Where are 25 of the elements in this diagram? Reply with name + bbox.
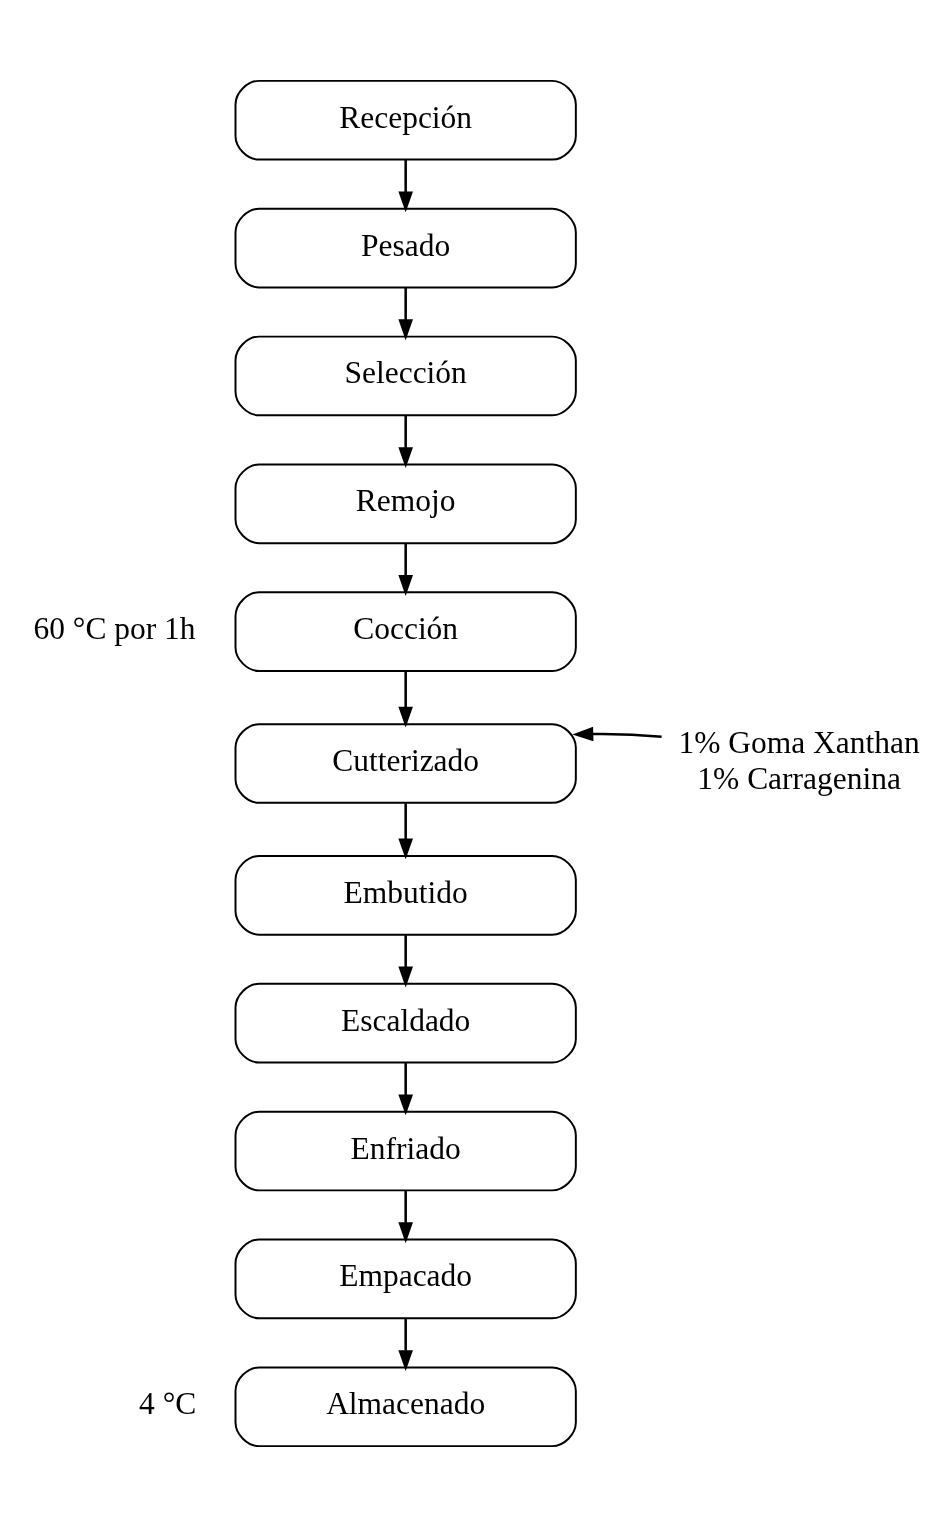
arrow (398, 1190, 413, 1243)
arrow (398, 670, 413, 728)
node-box: Embutido (234, 854, 577, 936)
node-box: Pesado (234, 207, 577, 288)
node-text: 1% Goma Xanthan 1% Carragenina (678, 724, 920, 796)
node-box: Recepción (234, 79, 577, 161)
node-label: 60 °C por 1h (33, 610, 196, 646)
node-box: Escaldado (234, 982, 577, 1063)
arrow (398, 415, 413, 468)
arrow (398, 1318, 413, 1371)
arrow (572, 726, 662, 741)
node-box: Remojo (234, 463, 577, 544)
arrow (398, 1062, 413, 1115)
node-box: Cocción (234, 590, 577, 672)
arrow (398, 159, 413, 212)
arrow (398, 287, 413, 340)
node-box: Cutterizado (234, 722, 577, 804)
arrow (398, 934, 413, 987)
node-label: 4 °C (139, 1385, 197, 1421)
arrow (398, 802, 413, 859)
node-box: Empacado (234, 1238, 577, 1319)
node-box: Enfriado (234, 1110, 577, 1191)
node-box: Almacenado (234, 1365, 577, 1447)
arrow (398, 543, 413, 596)
node-box: Selección (234, 335, 577, 416)
